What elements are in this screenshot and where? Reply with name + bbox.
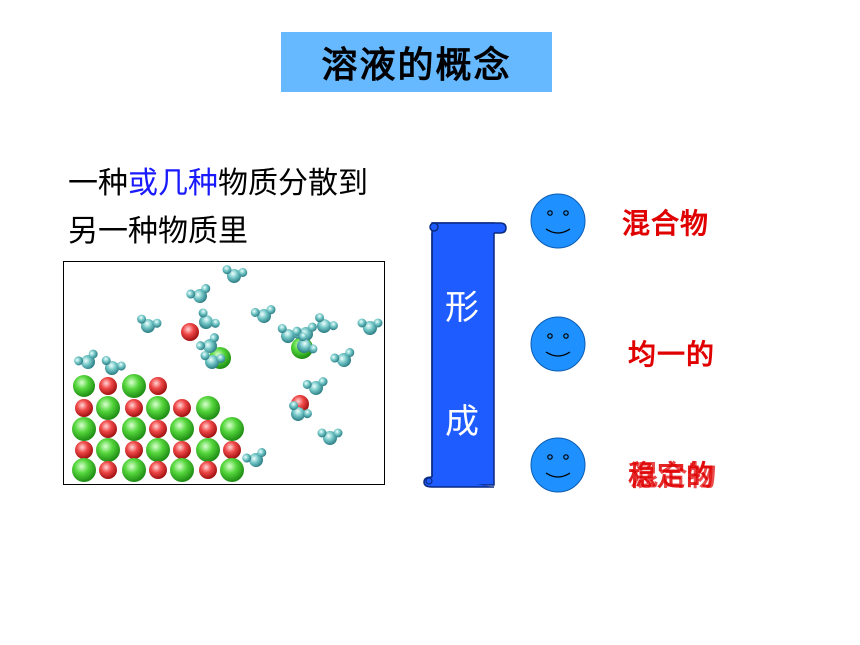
smiley-icon <box>530 437 586 493</box>
molecule-illustration <box>63 261 385 485</box>
scroll-banner <box>420 215 510 490</box>
definition-part-a: 一种 <box>68 166 128 201</box>
title-banner: 溶液的概念 <box>281 32 552 92</box>
molecule-diagram <box>72 264 383 482</box>
label-mixture-overlap: 混合物 <box>630 459 718 492</box>
scroll-char-2: 成 <box>445 402 479 442</box>
page-title: 溶液的概念 <box>321 45 512 86</box>
definition-text: 一种或几种物质分散到 另一种物质里 <box>68 160 368 256</box>
definition-line-1: 一种或几种物质分散到 <box>68 160 368 208</box>
smiley-icon <box>530 193 586 249</box>
definition-line-2: 另一种物质里 <box>68 214 248 249</box>
scroll-shape <box>423 222 507 488</box>
label-stable: 稳定的 <box>628 459 716 492</box>
scroll-char-1: 形 <box>445 288 479 328</box>
label-uniform: 均一的 <box>628 338 716 371</box>
definition-part-c: 物质分散到 <box>218 166 368 201</box>
label-mixture: 混合物 <box>622 207 710 240</box>
definition-highlight: 或几种 <box>128 166 218 201</box>
crystal-lattice <box>72 374 244 482</box>
smiley-icon <box>530 316 586 372</box>
